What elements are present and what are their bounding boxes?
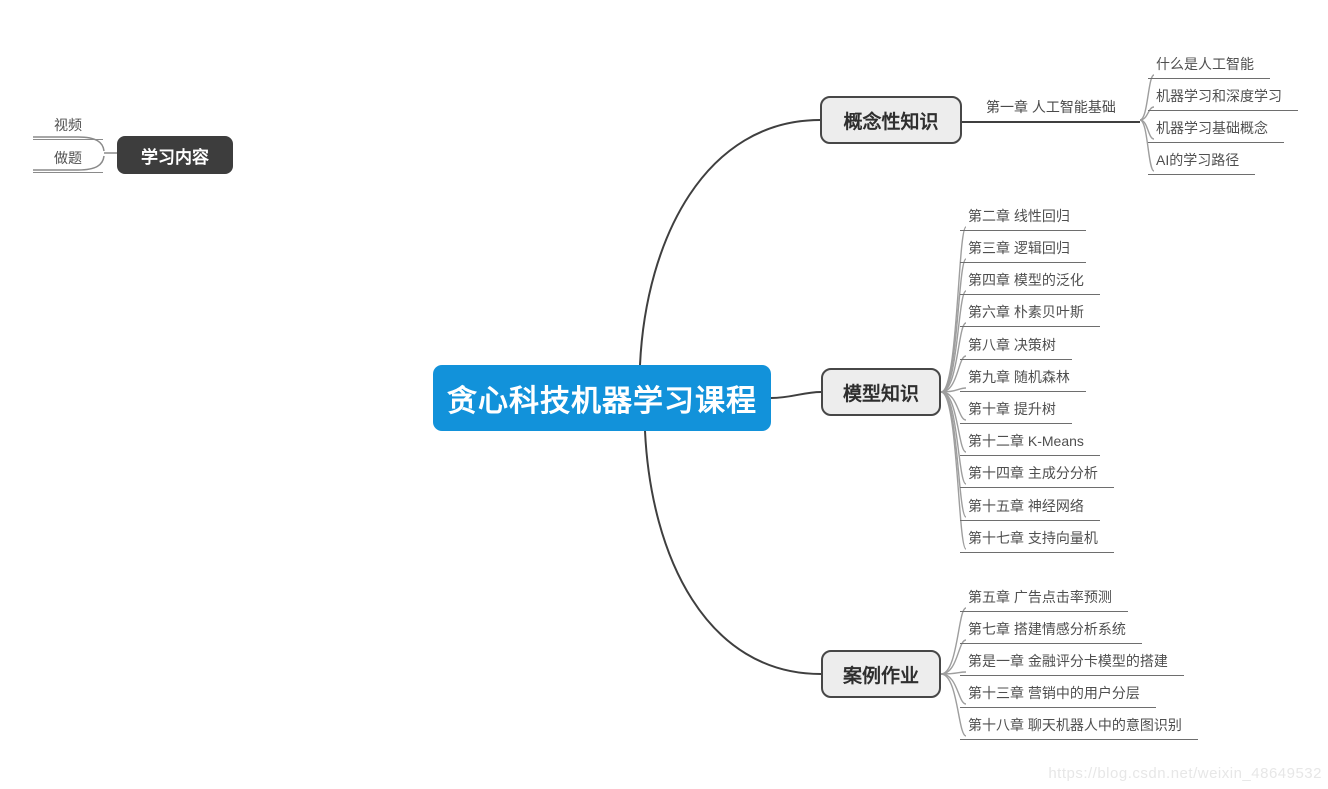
leaf-ch17-svm[interactable]: 第十七章 支持向量机 [960,526,1114,553]
leaf-ch5-ctr-prediction[interactable]: 第五章 广告点击率预测 [960,585,1128,612]
connector-root-model [770,391,822,399]
watermark-url: https://blog.csdn.net/weixin_48649532 [1048,765,1322,782]
leaf-ch4-model-generalization[interactable]: 第四章 模型的泛化 [960,268,1100,295]
leaf-ch3-logistic-regression[interactable]: 第三章 逻辑回归 [960,236,1086,263]
leaf-ch10-boosting-tree[interactable]: 第十章 提升树 [960,397,1072,424]
root-topic[interactable]: 贪心科技机器学习课程 [433,365,771,431]
leaf-ml-basic-concepts[interactable]: 机器学习基础概念 [1148,116,1284,143]
leaf-ch2-linear-regression[interactable]: 第二章 线性回归 [960,204,1086,231]
legend-item-practice[interactable]: 做题 [33,146,103,173]
leaf-ch14-pca[interactable]: 第十四章 主成分分析 [960,461,1114,488]
leaf-ch6-naive-bayes[interactable]: 第六章 朴素贝叶斯 [960,300,1100,327]
legend-item-video[interactable]: 视频 [33,113,103,140]
leaf-ml-and-dl[interactable]: 机器学习和深度学习 [1148,84,1298,111]
connector-root-case [644,430,822,675]
branch-conceptual-knowledge[interactable]: 概念性知识 [820,96,962,144]
leaf-ch18-chatbot-intent[interactable]: 第十八章 聊天机器人中的意图识别 [960,713,1198,740]
leaf-ch9-random-forest[interactable]: 第九章 随机森林 [960,365,1086,392]
topic-chapter1-ai-basics[interactable]: 第一章 人工智能基础 [962,95,1140,123]
connector-root-conceptual [639,119,821,366]
legend-badge-learning-content[interactable]: 学习内容 [117,136,233,174]
leaf-ch7-sentiment-analysis[interactable]: 第七章 搭建情感分析系统 [960,617,1142,644]
leaf-ch13-user-segmentation[interactable]: 第十三章 营销中的用户分层 [960,681,1156,708]
leaf-ch12-kmeans[interactable]: 第十二章 K-Means [960,429,1100,456]
leaf-ch15-neural-network[interactable]: 第十五章 神经网络 [960,494,1100,521]
branch-model-knowledge[interactable]: 模型知识 [821,368,941,416]
leaf-ch8-decision-tree[interactable]: 第八章 决策树 [960,333,1072,360]
branch-case-work[interactable]: 案例作业 [821,650,941,698]
leaf-ch11-credit-scorecard[interactable]: 第是一章 金融评分卡模型的搭建 [960,649,1184,676]
leaf-ai-learning-path[interactable]: AI的学习路径 [1148,148,1256,175]
leaf-what-is-ai[interactable]: 什么是人工智能 [1148,52,1270,79]
